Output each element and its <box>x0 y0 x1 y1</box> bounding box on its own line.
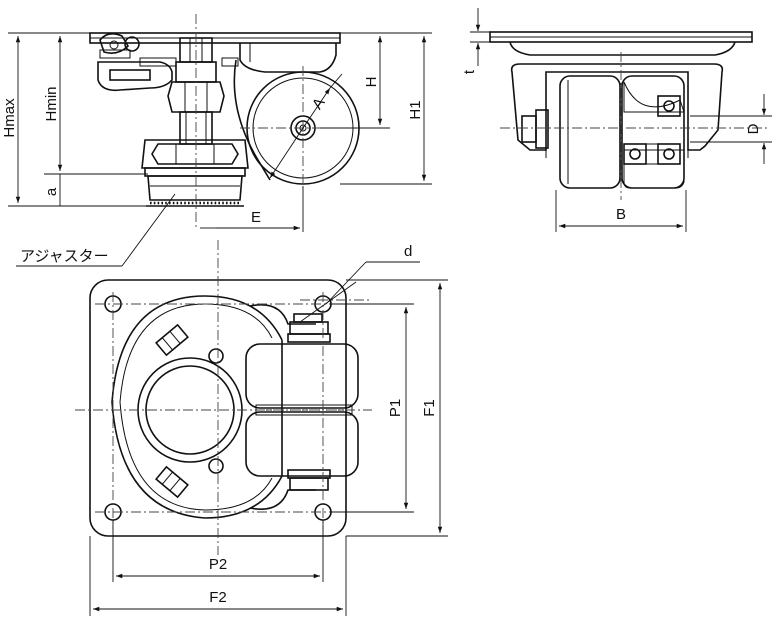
e-label: E <box>251 209 261 226</box>
adjuster-housing <box>141 139 249 169</box>
adjuster-label: アジャスター <box>20 248 109 265</box>
adjuster-pad <box>147 175 243 201</box>
wheel-top-lower <box>245 411 359 477</box>
swivel-ring <box>111 295 283 519</box>
side-view-dimensions: Hmax Hmin a H H1 E アジャスター <box>1 32 432 267</box>
hmax-label: Hmax <box>1 98 18 138</box>
top-view-dimensions: d P1 F1 P2 F2 <box>89 243 448 616</box>
hmin-label: Hmin <box>43 86 60 121</box>
front-wheel-left <box>559 75 621 189</box>
a-radius-label: A <box>309 95 329 113</box>
h1-label: H1 <box>407 100 424 119</box>
wheel-top-upper <box>245 343 359 409</box>
front-swivel <box>509 41 736 56</box>
lever-cam <box>99 32 130 54</box>
d-upper-label: D <box>745 123 762 134</box>
hex-nut-upper <box>167 81 225 113</box>
f2-label: F2 <box>209 589 227 606</box>
t-label: t <box>461 69 478 74</box>
bearing-left <box>623 143 647 165</box>
b-label: B <box>616 206 626 223</box>
d-lower-label: d <box>404 243 412 260</box>
side-view: A <box>89 14 365 230</box>
p2-label: P2 <box>209 556 227 573</box>
top-view <box>75 240 372 555</box>
swivel-housing <box>239 43 337 73</box>
axle-nut <box>521 115 537 143</box>
brake-lever <box>97 61 173 92</box>
a-label: a <box>43 187 60 196</box>
front-view: t D B <box>461 8 772 232</box>
bearing-right <box>657 143 681 165</box>
front-wheel-right <box>621 75 685 189</box>
f1-label: F1 <box>421 399 438 417</box>
h-label: H <box>363 77 380 88</box>
fork <box>233 59 271 181</box>
front-fork <box>510 63 724 151</box>
hex-nut-lower <box>151 143 239 165</box>
p1-label: P1 <box>387 399 404 417</box>
